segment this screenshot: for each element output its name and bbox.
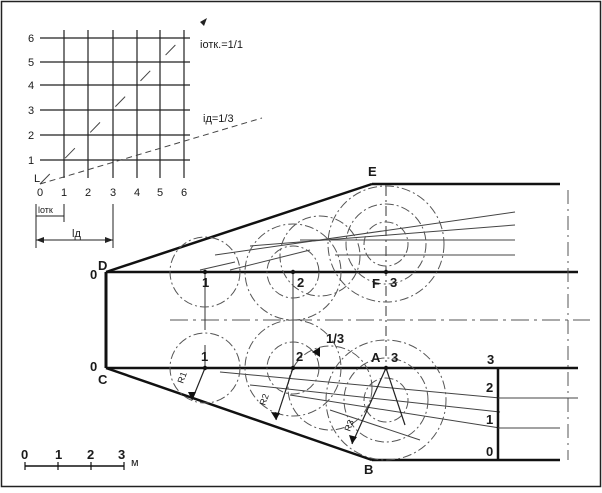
slope-long-label: iд=1/3 <box>203 113 234 125</box>
top-mark-2: 2 <box>297 275 304 290</box>
radius-arrow-3-icon <box>349 435 357 444</box>
slope-line-CB <box>105 366 373 462</box>
bottom-mark-1: 1 <box>201 349 208 364</box>
y-tick-5: 5 <box>28 57 34 69</box>
dim-short-label: lотк <box>38 205 53 215</box>
point-F: F <box>372 276 380 291</box>
scale-unit: м <box>131 457 139 469</box>
x-tick-3: 3 <box>110 187 116 199</box>
x-tick-1: 1 <box>61 187 67 199</box>
right-mark-1: 1 <box>486 412 493 427</box>
point-A: A <box>371 350 381 365</box>
right-mark-2: 2 <box>486 380 493 395</box>
radius-label-3: R3 <box>342 418 355 432</box>
bottom-mark-2: 2 <box>296 349 303 364</box>
elev-top-left: 0 <box>90 267 97 282</box>
x-tick-0: 0 <box>37 187 43 199</box>
right-top-label: 3 <box>487 352 494 367</box>
top-mark-3: 3 <box>390 275 397 290</box>
scale-tick-3: 3 <box>118 447 125 462</box>
right-mark-0: 0 <box>486 444 493 459</box>
slope-arrow-icon <box>312 347 320 357</box>
x-tick-4: 4 <box>134 187 140 199</box>
scale-tick-2: 2 <box>87 447 94 462</box>
y-tick-1: 1 <box>28 155 34 167</box>
scale-tick-1: 1 <box>55 447 62 462</box>
x-tick-2: 2 <box>85 187 91 199</box>
x-tick-6: 6 <box>181 187 187 199</box>
scale-tick-0: 0 <box>21 447 28 462</box>
radius-arrow-1-icon <box>188 392 196 400</box>
top-mark-1: 1 <box>202 275 209 290</box>
point-D: D <box>98 258 107 273</box>
y-tick-2: 2 <box>28 130 34 142</box>
slope-side-label: iотк.=1/1 <box>200 39 243 51</box>
y-tick-4: 4 <box>28 80 34 92</box>
slope-1-1-line <box>39 29 191 185</box>
dim-long-label: lд <box>72 228 81 240</box>
radius-label-1: R1 <box>175 370 188 384</box>
slope-grid: 0 1 2 3 4 5 6 1 2 3 4 5 6 L iотк.=1/1 iд… <box>28 18 263 248</box>
radius-label-2: R2 <box>257 392 270 406</box>
slope-line-DE <box>105 182 373 274</box>
elev-bottom-left: 0 <box>90 359 97 374</box>
bottom-mark-3: 3 <box>391 350 398 365</box>
point-C: C <box>98 372 108 387</box>
scale-bar: 0 1 2 3 м <box>21 447 139 470</box>
y-tick-3: 3 <box>28 105 34 117</box>
corner-label: L <box>34 173 40 185</box>
slope-1-3-line <box>39 117 263 185</box>
point-E: E <box>368 164 377 179</box>
radius-arrow-2-icon <box>271 412 280 420</box>
y-tick-6: 6 <box>28 33 34 45</box>
x-tick-5: 5 <box>157 187 163 199</box>
pointer-arrow-icon <box>200 18 207 26</box>
plan-view: 1/3 E D C B A F 0 0 1 2 3 1 2 3 R1 R2 R3… <box>90 164 590 477</box>
point-B: B <box>364 462 373 477</box>
slope-arrow-label: 1/3 <box>326 331 344 346</box>
